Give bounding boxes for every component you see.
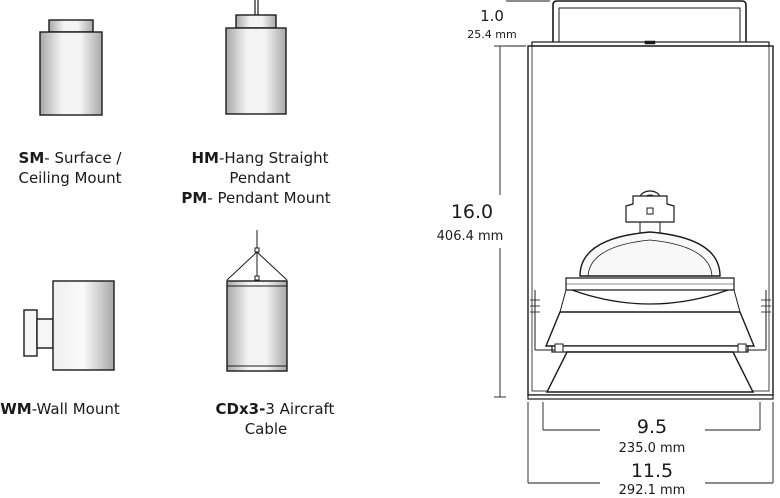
cable-mount-illustration: [226, 230, 288, 372]
hang-mount-label-line2: Pendant: [229, 169, 290, 187]
surface-mount-illustration: [39, 19, 103, 116]
dim-top-mm: 25.4 mm: [467, 28, 516, 41]
hang-mount-label: HM-Hang Straight: [191, 149, 328, 167]
dim-outer-width-inches: 11.5: [631, 460, 673, 482]
dim-height-mm: 406.4 mm: [437, 229, 504, 244]
dim-inner-width-inches: 9.5: [637, 416, 667, 438]
dim-height-inches: 16.0: [451, 201, 493, 223]
cable-mount-label: CDx3-3 Aircraft: [216, 400, 335, 418]
pendant-mount-label: PM- Pendant Mount: [181, 189, 330, 207]
dim-outer-width-mm: 292.1 mm: [619, 483, 686, 498]
fixture-section-drawing: [527, 0, 774, 400]
dim-top-inches: 1.0: [480, 7, 504, 25]
dim-inner-width-mm: 235.0 mm: [619, 441, 686, 456]
hang-mount-illustration: [225, 0, 287, 115]
wall-mount-label: WM-Wall Mount: [0, 400, 120, 418]
wall-mount-illustration: [23, 280, 115, 371]
surface-mount-label-line2: Ceiling Mount: [18, 169, 121, 187]
surface-mount-label: SM- Surface /: [19, 149, 123, 167]
cable-mount-label-line2: Cable: [245, 420, 288, 438]
dimension-lines: [494, 0, 774, 484]
